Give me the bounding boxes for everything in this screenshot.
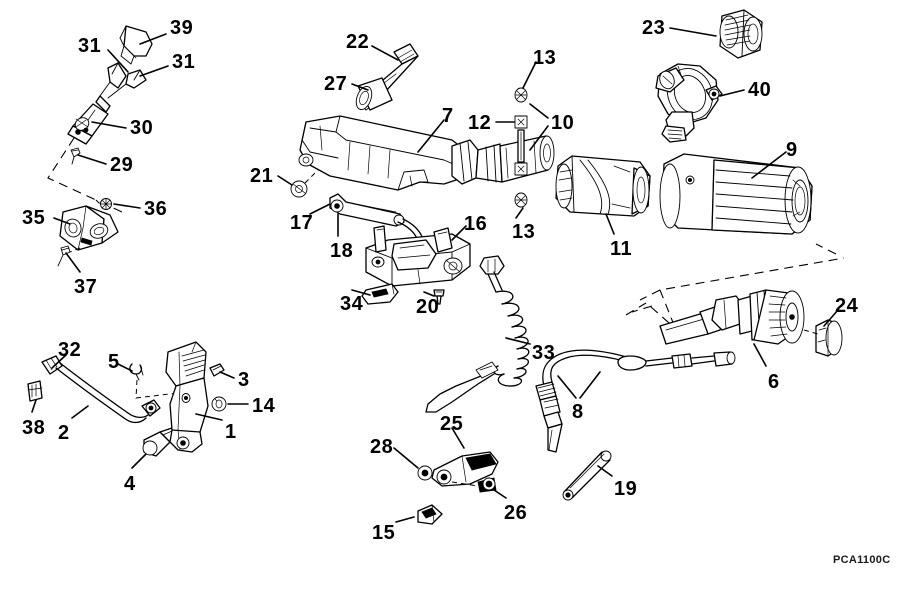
callout-39: 39	[170, 17, 194, 39]
part-33-coil-spring-lever	[425, 255, 530, 413]
part-10-bushing-upper	[514, 115, 528, 129]
callout-38: 38	[22, 417, 46, 439]
callout-36: 36	[144, 198, 168, 220]
part-6-throttle-shaft-knob	[659, 289, 805, 345]
part-5-cotter-pin	[129, 363, 144, 381]
callout-9: 9	[786, 139, 798, 161]
part-2-fuel-hose	[55, 362, 161, 424]
callout-16: 16	[464, 213, 488, 235]
grip-ribs	[711, 160, 794, 231]
callout-24: 24	[835, 295, 859, 317]
part-3-small-clip	[209, 363, 225, 377]
part-23-knurled-collar	[719, 9, 763, 59]
part-25-cam-lever	[431, 451, 499, 487]
callout-26: 26	[504, 502, 528, 524]
part-38-spring-clip	[27, 380, 43, 402]
part-15-cable-end-fitting	[417, 504, 443, 525]
callout-3: 3	[238, 369, 250, 391]
callout-34: 34	[340, 293, 364, 315]
callout-23: 23	[642, 17, 666, 39]
grip-knurl	[181, 349, 206, 377]
part-21-washer	[290, 180, 308, 198]
part-16-bracket-assembly	[365, 225, 471, 287]
callout-2: 2	[58, 422, 70, 444]
part-1-tiller-handle-grip	[165, 341, 209, 453]
part-30-connector-body	[67, 95, 111, 145]
callout-14: 14	[252, 395, 276, 417]
callout-30: 30	[130, 117, 154, 139]
callout-35: 35	[22, 207, 46, 229]
part-36-nut	[100, 198, 112, 210]
callout-5: 5	[108, 351, 120, 373]
callout-13-lower: 13	[512, 221, 536, 243]
part-39-rubber-boot	[119, 25, 153, 65]
part-9-throttle-grip-sleeve	[659, 153, 813, 235]
part-27-spacer-sleeve	[355, 77, 393, 111]
part-14-washer-ring	[211, 396, 227, 412]
callout-19: 19	[614, 478, 638, 500]
callout-28: 28	[370, 436, 394, 458]
part-7-tiller-handle-arm	[298, 115, 471, 191]
part-13-retainer-nut-lower	[514, 192, 528, 208]
callout-20: 20	[416, 296, 440, 318]
callout-37: 37	[74, 276, 98, 298]
part-31-terminal-blades	[99, 62, 147, 99]
callout-31-upper: 31	[78, 35, 102, 57]
callout-1: 1	[225, 421, 237, 443]
callout-33: 33	[532, 342, 556, 364]
knob-knurl	[768, 295, 788, 337]
part-19-roll-pin	[562, 450, 612, 501]
part-29-screw-small	[70, 147, 81, 165]
callout-17: 17	[290, 212, 314, 234]
callout-27: 27	[324, 73, 348, 95]
part-10-bushing-lower	[514, 162, 528, 176]
part-37-screw-long	[57, 245, 71, 267]
callout-21: 21	[250, 165, 274, 187]
diagram-footer-code: PCA1100C	[833, 554, 891, 566]
part-34-retainer-plate	[361, 283, 399, 305]
part-17-link-rod	[329, 193, 425, 251]
part-7-collar-tube	[451, 135, 555, 185]
part-32-hose-clamp	[41, 355, 63, 375]
assembly-guide-dashed-left	[47, 137, 123, 213]
callout-6: 6	[768, 371, 780, 393]
callout-40: 40	[748, 79, 772, 101]
part-40-clamp-ring	[655, 63, 723, 143]
part-11-inner-grip-tube	[555, 155, 651, 217]
callout-11: 11	[610, 238, 633, 260]
part-26-shoulder-screw	[477, 477, 497, 493]
callout-15: 15	[372, 522, 396, 544]
callout-10: 10	[551, 112, 575, 134]
part-35-mounting-block	[59, 205, 119, 251]
callout-29: 29	[110, 154, 134, 176]
part-8-throttle-cable	[535, 349, 736, 453]
callout-31-lower: 31	[172, 51, 196, 73]
part-20-screw	[433, 289, 445, 305]
assembly-guide-dashed-grip	[135, 379, 187, 399]
callout-32: 32	[58, 339, 82, 361]
cable-ferrule-ribs	[537, 383, 557, 397]
leader-lines	[31, 27, 839, 523]
callout-7: 7	[442, 105, 454, 127]
callout-25: 25	[440, 413, 464, 435]
collar-knurl	[724, 14, 751, 46]
callout-8: 8	[572, 401, 584, 423]
part-24-end-cap	[815, 319, 843, 357]
part-28-flat-washer	[417, 465, 433, 481]
part-12-pivot-pin	[517, 129, 525, 163]
callout-13-upper: 13	[533, 47, 557, 69]
part-13-retainer-nut-upper	[514, 87, 528, 103]
callout-12: 12	[468, 112, 492, 134]
callout-22: 22	[346, 31, 370, 53]
callout-4: 4	[124, 473, 136, 495]
callout-18: 18	[330, 240, 354, 262]
